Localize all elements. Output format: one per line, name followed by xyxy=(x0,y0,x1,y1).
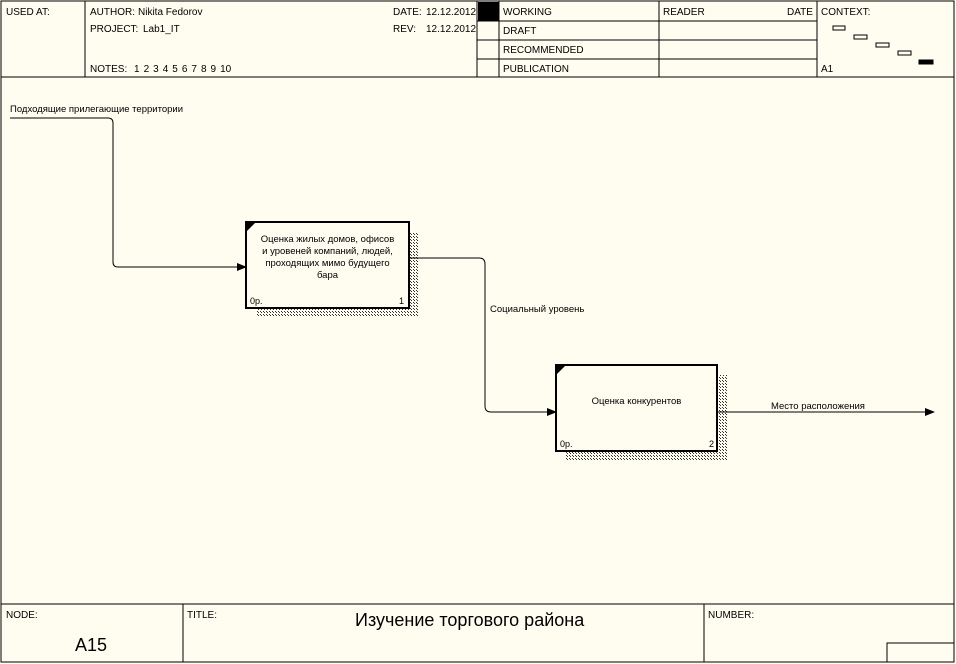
box1-corner-mark xyxy=(246,222,256,232)
context-label: CONTEXT: xyxy=(821,7,871,18)
note-number: 5 xyxy=(172,64,178,75)
footer-small-box xyxy=(886,642,955,663)
diagram-title: Изучение торгового района xyxy=(355,610,585,630)
arrow-label-social-level[interactable]: Социальный уровень xyxy=(490,304,585,315)
context-node-box xyxy=(832,25,846,31)
note-number: 8 xyxy=(200,64,207,75)
author-label: AUTHOR: xyxy=(90,7,135,18)
context-node-box-current xyxy=(918,59,934,65)
author-value: Nikita Fedorov xyxy=(138,7,203,18)
rev-label: REV: xyxy=(393,24,416,35)
status-publication: PUBLICATION xyxy=(503,64,569,75)
node-label: NODE: xyxy=(6,610,38,621)
note-number: 10 xyxy=(220,64,232,75)
date-value: 12.12.2012 xyxy=(426,7,477,18)
title-label: TITLE: xyxy=(187,610,218,621)
context-node-box xyxy=(853,34,868,40)
number-label: NUMBER: xyxy=(708,610,755,621)
arrow-social-level[interactable] xyxy=(409,257,557,416)
box2-corner-mark xyxy=(556,365,566,375)
note-number: 3 xyxy=(153,64,159,75)
status-draft: DRAFT xyxy=(503,26,537,37)
note-number: 2 xyxy=(143,64,150,75)
notes-label: NOTES: xyxy=(90,64,128,75)
box2-number: 2 xyxy=(709,439,715,449)
box2-rect xyxy=(555,364,718,452)
arrow-input-territories[interactable] xyxy=(10,117,247,271)
arrow-label-location[interactable]: Место расположения xyxy=(771,401,865,412)
note-number: 4 xyxy=(162,64,169,75)
note-number: 6 xyxy=(181,64,188,75)
project-value: Lab1_IT xyxy=(143,24,180,35)
note-number: 1 xyxy=(134,64,140,75)
box2-cost: 0р. xyxy=(560,439,573,449)
node-value: A15 xyxy=(75,635,108,655)
box1-cost: 0р. xyxy=(250,296,263,306)
box2-label[interactable]: Оценка конкурентов xyxy=(591,396,682,407)
reader-label: READER xyxy=(663,7,705,18)
note-number: 9 xyxy=(210,64,217,75)
status-recommended: RECOMMENDED xyxy=(503,45,584,56)
box1-label[interactable]: Оценка жилых домов, офисов и уровеней ко… xyxy=(260,234,395,281)
date-label: DATE: xyxy=(393,7,422,18)
project-label: PROJECT: xyxy=(90,24,139,35)
context-node: A1 xyxy=(821,64,834,75)
context-node-box xyxy=(875,42,890,48)
box1-number: 1 xyxy=(399,296,405,306)
reader-date-label: DATE xyxy=(787,7,813,18)
rev-value: 12.12.2012 xyxy=(426,24,477,35)
note-number: 7 xyxy=(191,64,197,75)
working-status-mark xyxy=(478,2,499,21)
status-working: WORKING xyxy=(503,7,552,18)
arrow-label-territories[interactable]: Подходящие прилегающие территории xyxy=(10,104,183,115)
used-at-label: USED AT: xyxy=(6,7,50,18)
context-node-box xyxy=(897,50,912,56)
